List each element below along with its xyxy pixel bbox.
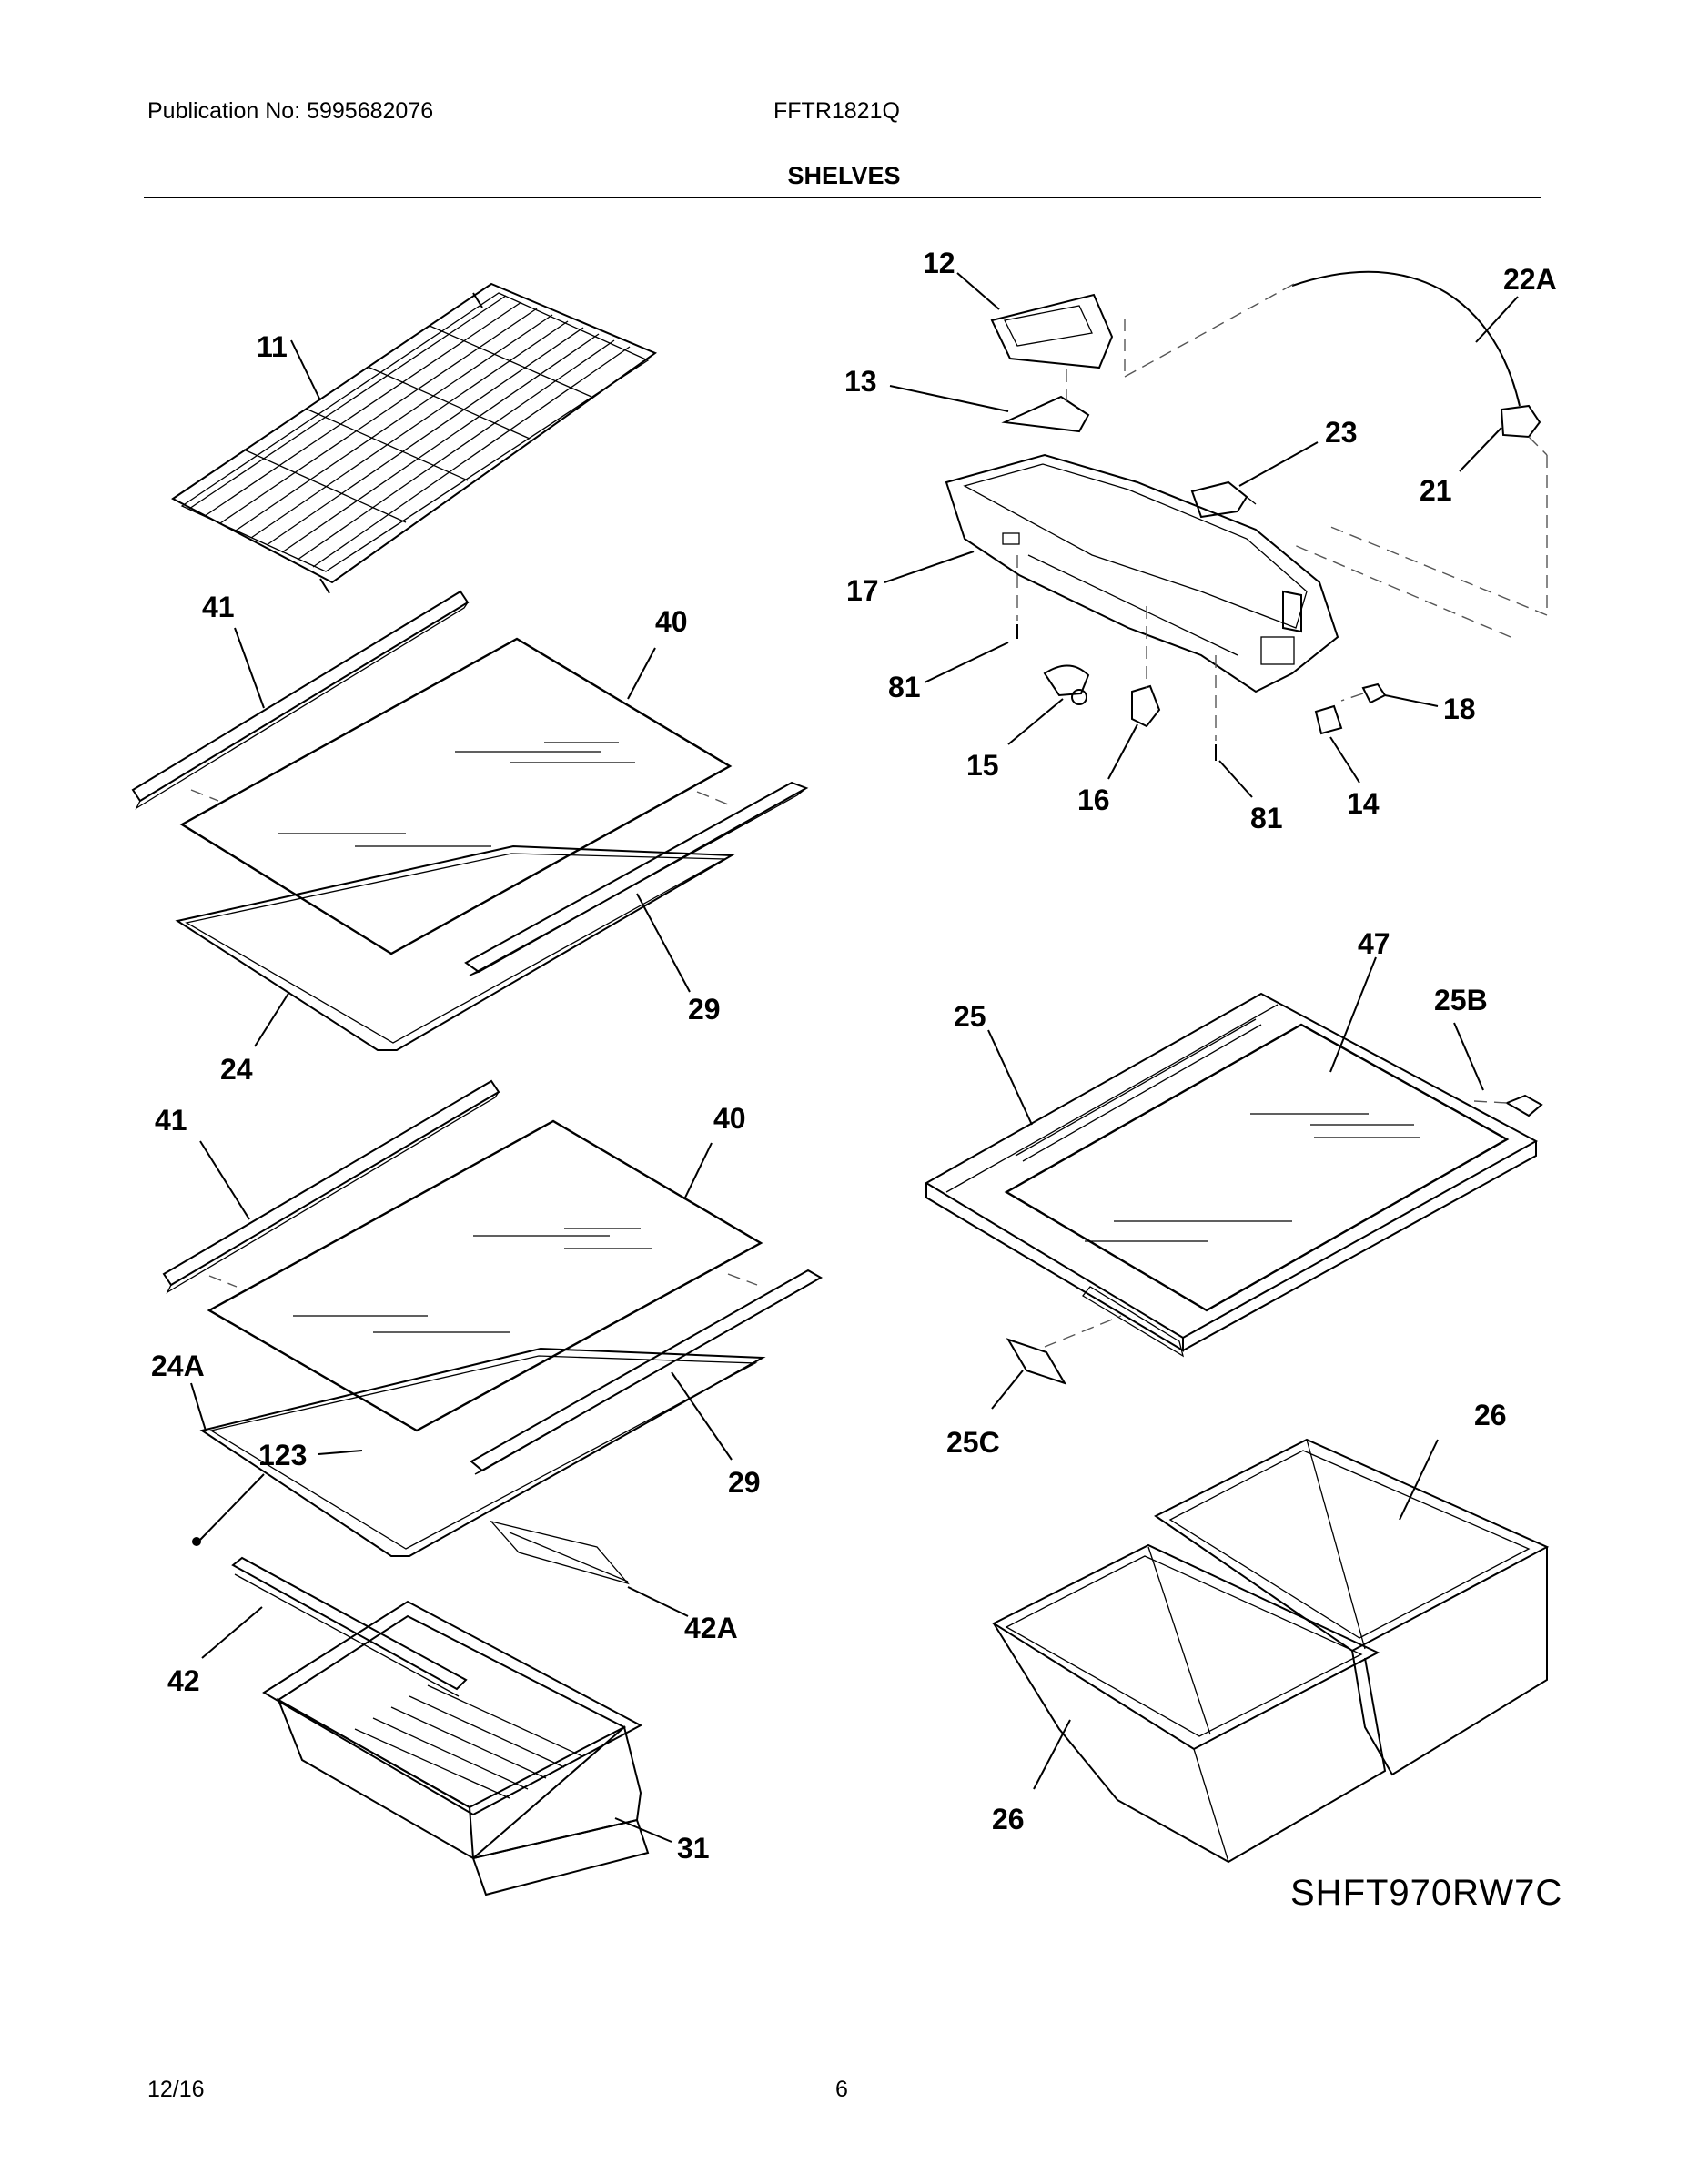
callout-29-lower: 29: [728, 1466, 761, 1499]
callout-42: 42: [167, 1664, 200, 1697]
callout-25B: 25B: [1434, 984, 1488, 1016]
callout-24A: 24A: [151, 1350, 205, 1382]
control-housing-assembly: [945, 270, 1548, 761]
footer-date: 12/16: [147, 2077, 205, 2102]
callout-26-upper: 26: [1474, 1399, 1507, 1431]
callout-47: 47: [1358, 927, 1390, 960]
header-rule: [144, 197, 1541, 198]
wire-shelf: [171, 282, 658, 594]
glass-shelf-lower: [162, 1079, 824, 1585]
callout-41-upper: 41: [202, 591, 235, 623]
callout-26-lower: 26: [992, 1803, 1025, 1835]
crisper-drawers: [991, 1438, 1550, 1864]
callout-11: 11: [257, 330, 288, 363]
callout-16: 16: [1077, 784, 1110, 816]
callout-40-lower: 40: [713, 1102, 746, 1135]
callout-24: 24: [220, 1053, 253, 1086]
callout-14: 14: [1347, 787, 1380, 820]
model-number: FFTR1821Q: [773, 98, 900, 124]
callout-41-lower: 41: [155, 1104, 187, 1137]
callout-13: 13: [844, 365, 877, 398]
callout-25C: 25C: [946, 1426, 1000, 1459]
glass-shelf-upper: [131, 590, 809, 1051]
publication-number: Publication No: 5995682076: [147, 98, 434, 124]
meat-pan-and-rail: [231, 1556, 650, 1896]
callout-25: 25: [954, 1000, 986, 1033]
callout-15: 15: [966, 749, 999, 782]
callout-81-right: 81: [1250, 802, 1283, 834]
diagram-reference-code: SHFT970RW7C: [1290, 1873, 1563, 1913]
callout-42A: 42A: [684, 1612, 738, 1644]
callout-81-left: 81: [888, 671, 921, 703]
section-title: SHELVES: [787, 162, 901, 189]
callout-22A: 22A: [1503, 263, 1557, 296]
callout-31: 31: [677, 1832, 710, 1865]
callout-40-upper: 40: [655, 605, 688, 638]
callout-29-upper: 29: [688, 993, 721, 1026]
callout-18: 18: [1443, 693, 1476, 725]
callout-21: 21: [1420, 474, 1452, 507]
callout-17: 17: [846, 574, 879, 607]
page-number: 6: [835, 2077, 848, 2102]
callout-23: 23: [1325, 416, 1358, 449]
crisper-cover-assembly: [925, 992, 1543, 1385]
callout-12: 12: [923, 247, 955, 279]
callout-123: 123: [258, 1439, 307, 1471]
